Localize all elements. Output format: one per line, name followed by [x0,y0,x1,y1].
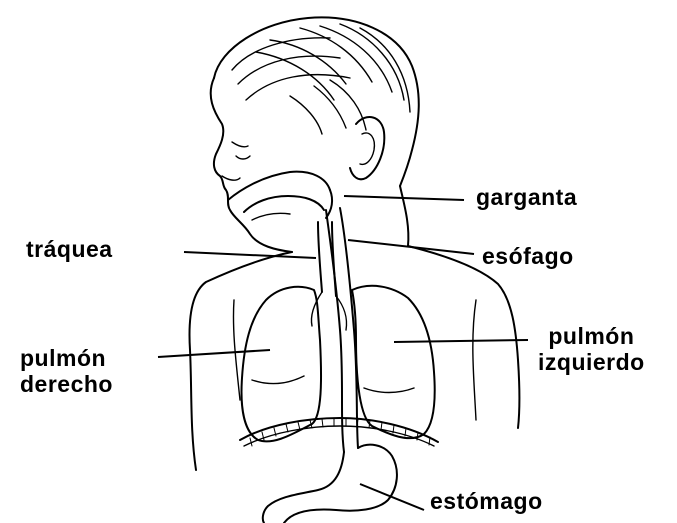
leader-pulmon-izquierdo [394,340,528,342]
leader-traquea [184,252,316,258]
label-garganta: garganta [476,184,577,210]
leader-esofago [348,240,474,254]
leader-pulmon-derecho [158,350,270,357]
label-esofago: esófago [482,243,574,269]
label-pulmon-izquierdo-line2: izquierdo [538,349,645,375]
esophagus [326,208,358,452]
right-lung [242,287,322,442]
mouth-cavity [228,172,332,220]
torso-outline [190,246,520,470]
hair [214,17,419,186]
label-pulmon-izquierdo-line1: pulmón [538,323,645,349]
label-traquea: tráquea [26,236,113,262]
head-outline [211,78,409,252]
left-lung [352,286,435,438]
label-pulmon-derecho: pulmón derecho [20,345,113,397]
label-estomago: estómago [430,488,543,514]
stomach [263,445,397,523]
label-pulmon-derecho-line2: derecho [20,371,113,397]
label-pulmon-izquierdo: pulmón izquierdo [538,323,645,375]
leader-estomago [360,484,424,510]
label-pulmon-derecho-line1: pulmón [20,345,113,371]
